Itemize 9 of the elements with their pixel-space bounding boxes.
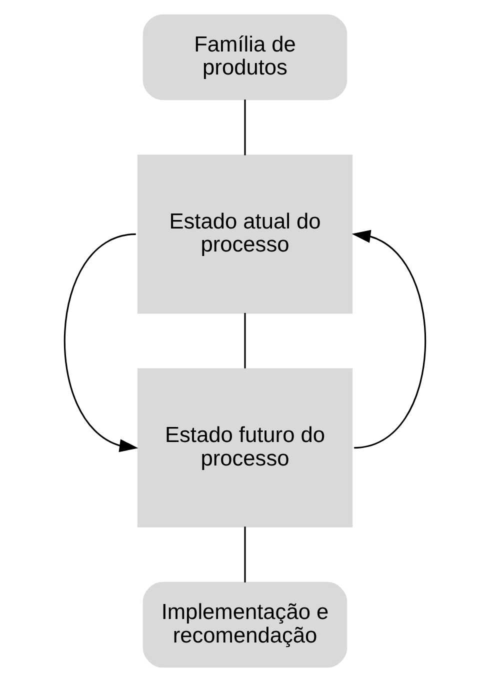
node-box: Implementação e recomendação	[142, 582, 348, 668]
arrow	[64, 233, 138, 452]
connector	[244, 312, 246, 368]
node-box: Estado atual do processo	[137, 154, 353, 314]
connector	[244, 526, 246, 582]
node-box: Estado futuro do processo	[137, 368, 353, 528]
connector	[244, 100, 246, 156]
node-box: Família de produtos	[142, 14, 348, 100]
arrow	[352, 230, 426, 449]
